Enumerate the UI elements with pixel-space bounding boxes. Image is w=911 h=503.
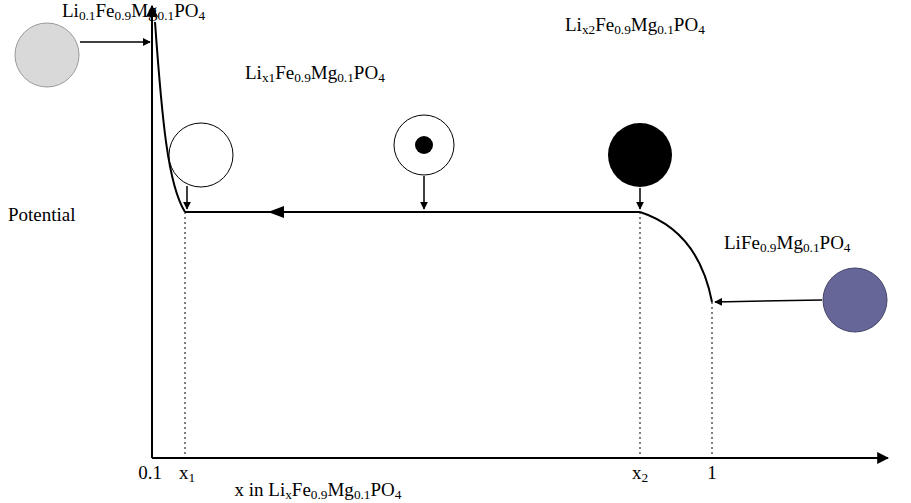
particle-circle — [394, 115, 454, 175]
y-axis — [151, 6, 153, 458]
guide-line — [640, 212, 641, 458]
formula-label: Lix2Fe0.9Mg0.1PO4 — [565, 14, 705, 36]
axis-title: Potential — [8, 204, 76, 226]
axis-title: x in LixFe0.9Mg0.1PO4 — [235, 479, 402, 501]
direction-arrow — [268, 206, 284, 218]
pointer-arrow — [423, 176, 425, 209]
guide-line — [712, 302, 713, 458]
guide-line — [185, 212, 186, 458]
formula-label: LiFe0.9Mg0.1PO4 — [724, 232, 851, 254]
tick-label: x2 — [632, 462, 648, 484]
formula-label: Lix1Fe0.9Mg0.1PO4 — [245, 62, 385, 84]
tick-label: 0.1 — [138, 462, 162, 484]
particle-circle — [608, 123, 672, 187]
particle-circle — [169, 123, 233, 187]
tick-label: x1 — [179, 462, 195, 484]
formula-label: Li0.1Fe0.9Mg0.1PO4 — [62, 0, 205, 22]
pointer-arrow — [186, 186, 188, 209]
potential-curve — [155, 22, 185, 212]
pointer-arrow — [80, 41, 150, 43]
particle-circle — [15, 23, 79, 87]
plateau-line — [185, 211, 640, 213]
particle-circle — [823, 268, 887, 332]
particle-core — [415, 136, 433, 154]
pointer-arrow — [639, 188, 641, 209]
pointer-arrow — [715, 300, 822, 302]
tick-label: 1 — [707, 462, 717, 484]
potential-curve — [640, 212, 712, 302]
x-axis — [152, 457, 888, 459]
